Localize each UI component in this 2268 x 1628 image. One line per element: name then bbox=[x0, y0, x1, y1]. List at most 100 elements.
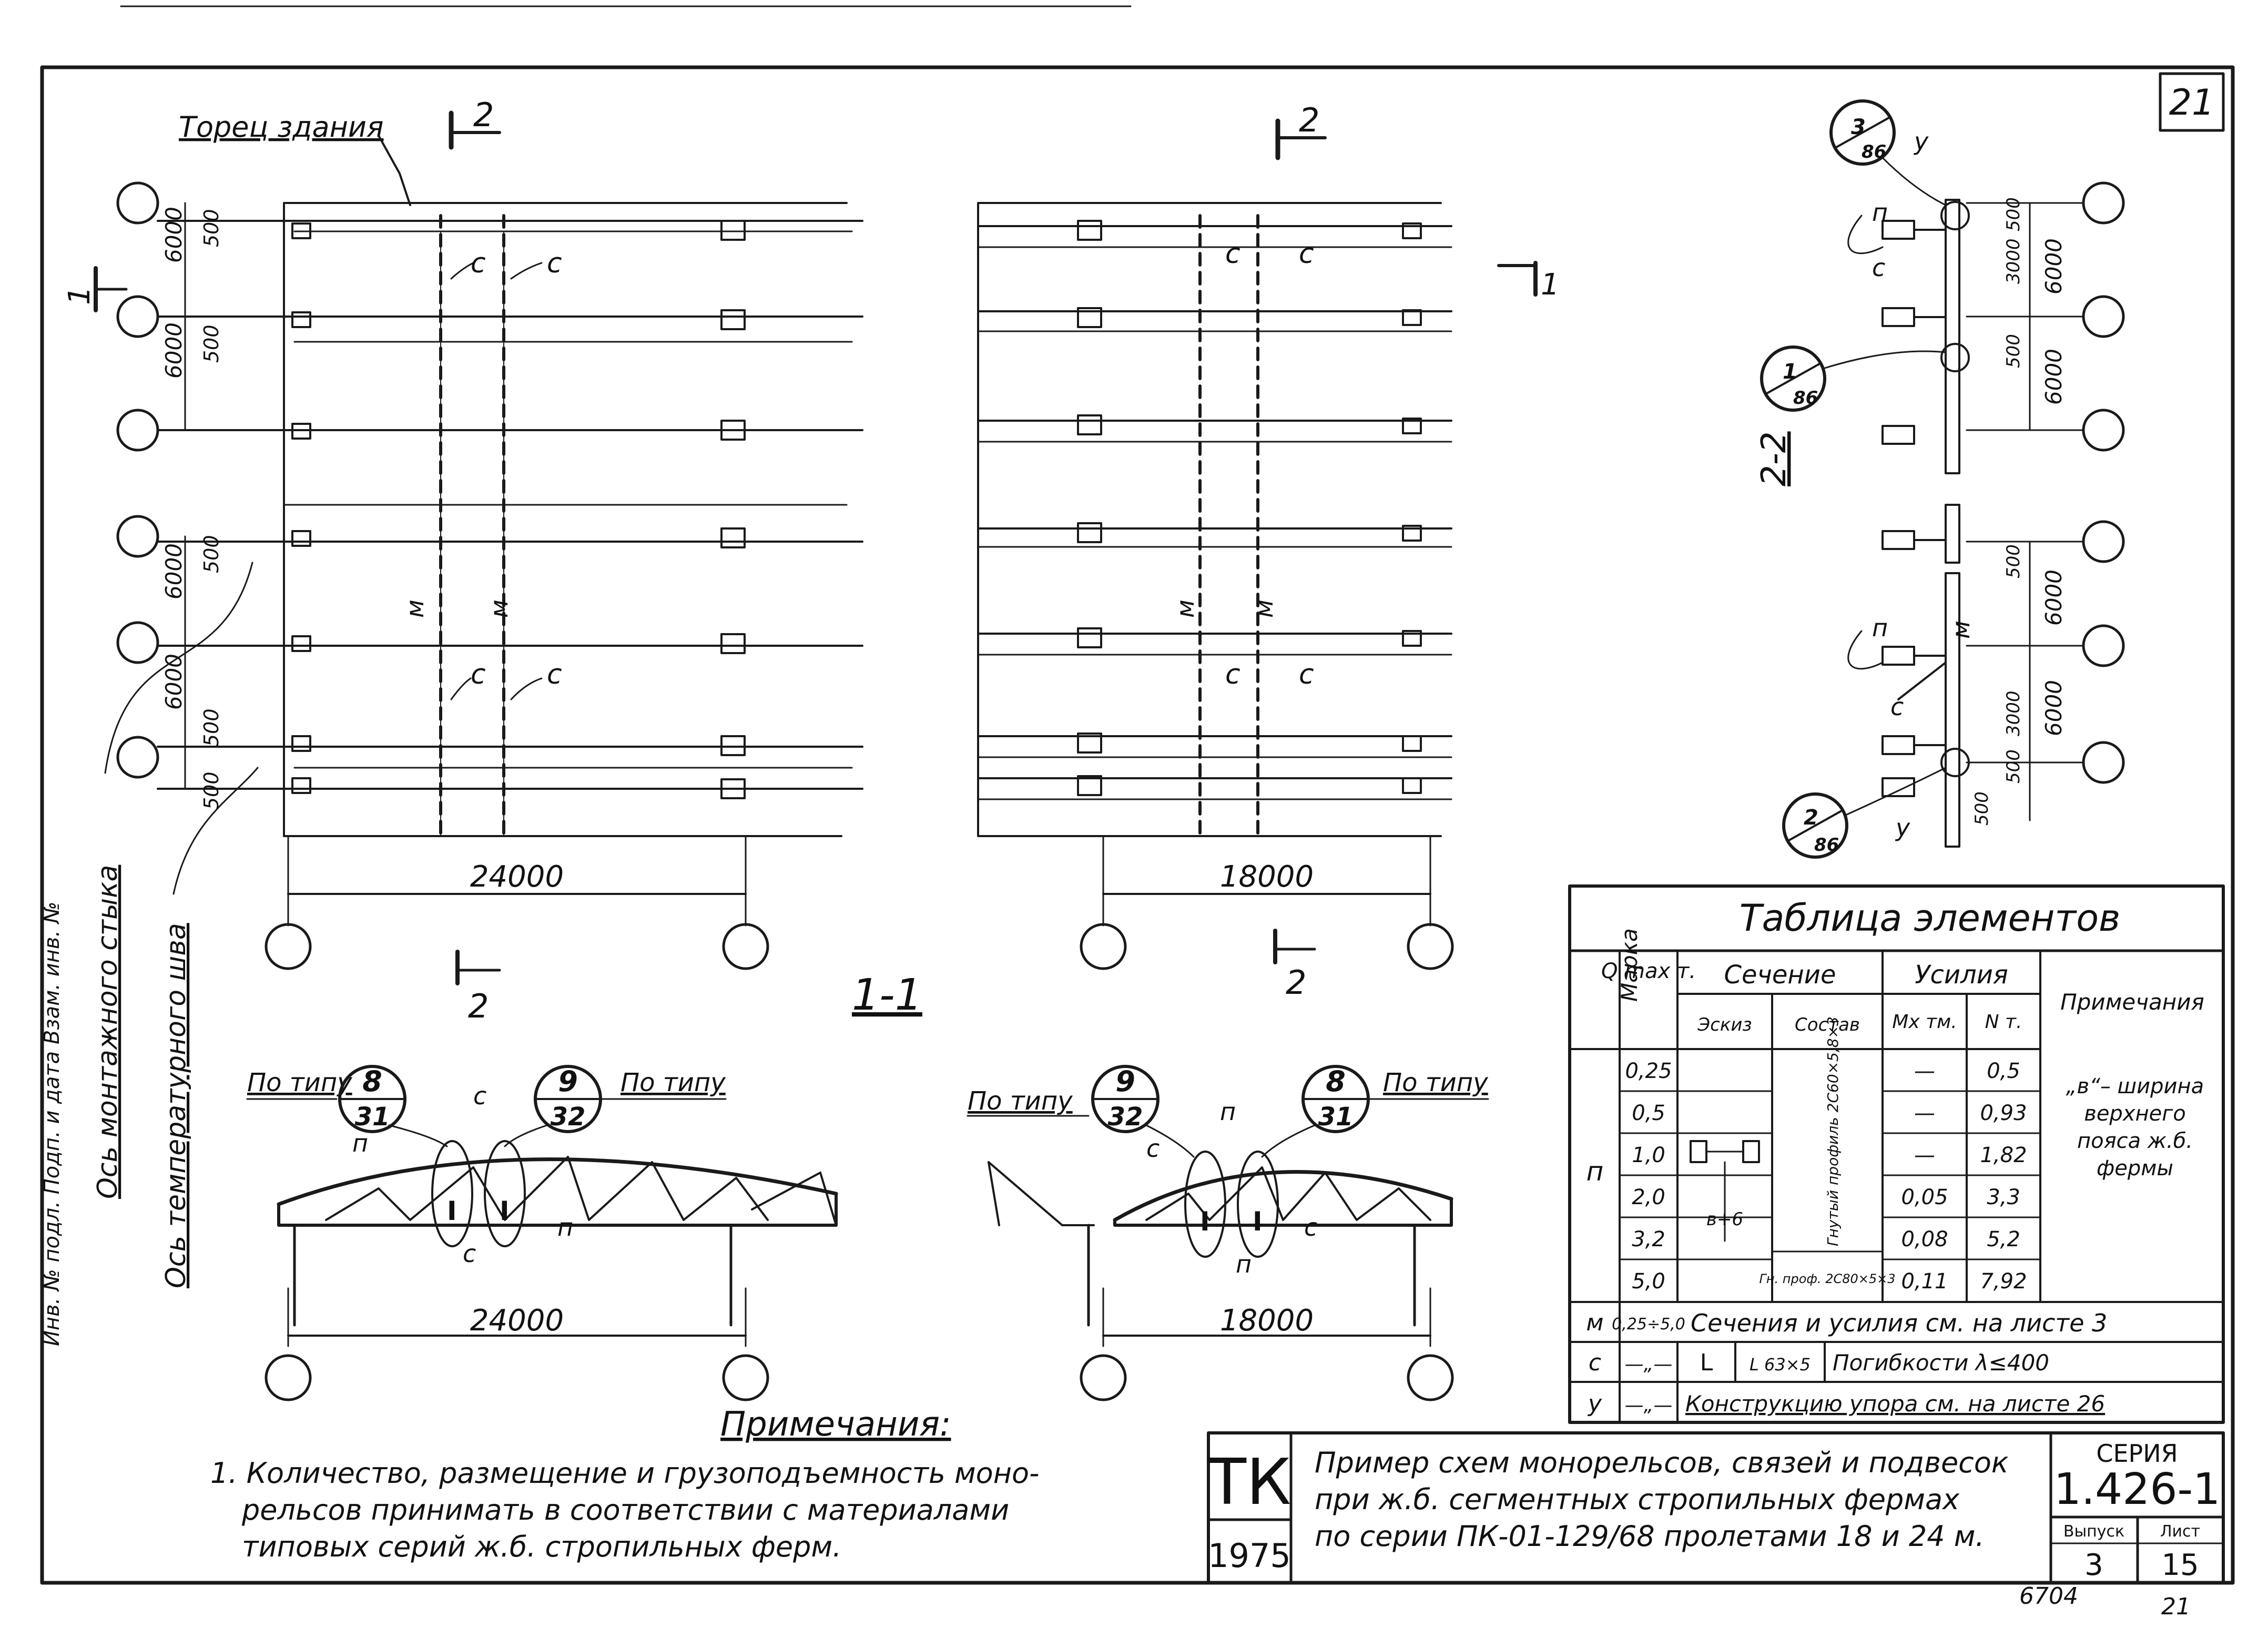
svg-text:м: м bbox=[401, 599, 429, 618]
bubbles-left-section: По типу 8 31 9 32 По типу с п п с bbox=[246, 1065, 727, 1268]
svg-text:1: 1 bbox=[63, 286, 97, 305]
inventory-number: 6704 bbox=[2019, 1583, 2078, 1610]
svg-text:0,25: 0,25 bbox=[1625, 1059, 1672, 1083]
th-sketch: Эскиз bbox=[1697, 1014, 1752, 1035]
vypusk-number: 3 bbox=[2084, 1548, 2103, 1582]
p-sketch: в+6 bbox=[1690, 1140, 1760, 1242]
span-18000: 18000 bbox=[1220, 860, 1314, 894]
support-brackets-left bbox=[291, 220, 746, 799]
svg-text:п: п bbox=[1872, 614, 1888, 642]
svg-text:5,0: 5,0 bbox=[1632, 1269, 1665, 1294]
cut-mark-1-left: 1 bbox=[63, 266, 128, 312]
svg-text:м: м bbox=[1947, 620, 1975, 639]
svg-text:I: I bbox=[1200, 1206, 1210, 1237]
svg-text:86: 86 bbox=[1814, 835, 1839, 856]
svg-text:6000: 6000 bbox=[2041, 569, 2067, 626]
svg-text:м: м bbox=[1250, 599, 1278, 618]
svg-text:в+6: в+6 bbox=[1706, 1209, 1743, 1230]
svg-text:м: м bbox=[485, 599, 513, 618]
svg-text:Сечения и усилия см. на листе: Сечения и усилия см. на листе 3 bbox=[1691, 1309, 2107, 1337]
svg-text:L: L bbox=[1700, 1349, 1713, 1376]
support-brackets-right bbox=[1077, 220, 1422, 796]
svg-text:с: с bbox=[1299, 238, 1314, 270]
svg-text:500: 500 bbox=[200, 535, 223, 573]
column-axes-left bbox=[116, 181, 769, 970]
svg-text:5,2: 5,2 bbox=[1987, 1227, 2020, 1251]
svg-text:—: — bbox=[1914, 1143, 1935, 1167]
series-number: 1.426-1 bbox=[2054, 1464, 2221, 1514]
svg-text:—„—: —„— bbox=[1625, 1354, 1673, 1375]
svg-text:2,0: 2,0 bbox=[1632, 1185, 1665, 1209]
svg-text:п: п bbox=[1220, 1097, 1236, 1126]
svg-text:м: м bbox=[1171, 599, 1199, 618]
marks-22: п с у п с у м bbox=[1847, 127, 1975, 842]
svg-text:п: п bbox=[352, 1129, 368, 1157]
table-row: 0,5 — 0,93 bbox=[1632, 1101, 2027, 1125]
section22-title: 2-2 bbox=[1755, 431, 1794, 486]
table-row-c: с —„— L L 63×5 Погибкости λ≤400 bbox=[1589, 1349, 2049, 1376]
svg-text:6000: 6000 bbox=[161, 207, 187, 263]
svg-text:I: I bbox=[1253, 1206, 1263, 1237]
cut-mark-2-bottom-left: 2 bbox=[455, 950, 501, 1025]
svg-text:24000: 24000 bbox=[470, 1304, 564, 1338]
list-label: Лист bbox=[2160, 1522, 2200, 1541]
table-row: 5,0 0,11 7,92 bbox=[1632, 1269, 2027, 1294]
cut-mark-1-right: 1 bbox=[1497, 261, 1560, 302]
truss-24m: I I 24000 bbox=[265, 1140, 838, 1401]
svg-text:31: 31 bbox=[355, 1102, 390, 1132]
page-number: 21 bbox=[2169, 82, 2215, 124]
svg-text:1: 1 bbox=[1541, 268, 1560, 302]
sheet-frame bbox=[40, 65, 2235, 1585]
notes-line-1: 1. Количество, размещение и грузоподъемн… bbox=[210, 1457, 1040, 1490]
svg-text:6000: 6000 bbox=[161, 322, 187, 379]
svg-text:Конструкцию упора см. на листе: Конструкцию упора см. на листе 26 bbox=[1685, 1391, 2105, 1417]
monorails-left bbox=[439, 214, 505, 838]
plan-24m: Торец здания 2 bbox=[63, 96, 863, 1288]
svg-text:По типу: По типу bbox=[968, 1086, 1073, 1116]
notes-line-3: типовых серий ж.б. стропильных ферм. bbox=[242, 1530, 841, 1563]
cut-mark-2-bottom-right: 2 bbox=[1273, 929, 1316, 1002]
svg-text:п: п bbox=[1872, 198, 1888, 227]
svg-text:Погибкости λ≤400: Погибкости λ≤400 bbox=[1833, 1350, 2049, 1376]
svg-text:1,0: 1,0 bbox=[1632, 1143, 1665, 1167]
svg-text:3,3: 3,3 bbox=[1987, 1185, 2020, 1209]
svg-text:8: 8 bbox=[362, 1065, 382, 1098]
truss-lines-right bbox=[977, 225, 1452, 800]
plan-18m: 2 1 bbox=[977, 101, 1560, 1002]
svg-text:с: с bbox=[547, 248, 562, 279]
svg-text:1,82: 1,82 bbox=[1980, 1143, 2027, 1167]
svg-text:0,5: 0,5 bbox=[1987, 1059, 2020, 1083]
svg-text:2: 2 bbox=[1299, 101, 1319, 139]
notes-block: Примечания: 1. Количество, размещение и … bbox=[210, 1405, 1040, 1563]
bubble-2-86: 2 86 bbox=[1782, 767, 1947, 859]
svg-text:—„—: —„— bbox=[1625, 1395, 1673, 1416]
section11-title: 1-1 bbox=[852, 970, 922, 1020]
svg-text:8: 8 bbox=[1326, 1065, 1346, 1098]
svg-text:3: 3 bbox=[1851, 115, 1866, 139]
axis-mount-label: Ось монтажного стыка bbox=[92, 865, 124, 1199]
svg-text:с: с bbox=[1299, 659, 1314, 690]
svg-text:500: 500 bbox=[200, 771, 223, 810]
side-stamp: Инв. № подл. Подп. и дата Взам. инв. № bbox=[40, 902, 64, 1346]
svg-text:31: 31 bbox=[1318, 1102, 1354, 1132]
leaders-c-left: с с с с м м bbox=[401, 248, 562, 700]
svg-text:500: 500 bbox=[2003, 334, 2024, 368]
p-mark: п bbox=[1586, 1156, 1604, 1187]
svg-text:с: с bbox=[1225, 659, 1240, 690]
svg-text:I: I bbox=[447, 1196, 457, 1226]
svg-text:—: — bbox=[1914, 1101, 1935, 1125]
svg-text:0,05: 0,05 bbox=[1901, 1185, 1948, 1209]
th-section: Сечение bbox=[1724, 960, 1836, 990]
section-2-2: 2-2 500 3000 600 bbox=[1755, 99, 2125, 859]
svg-text:с: с bbox=[547, 659, 562, 690]
svg-text:0,25÷5,0: 0,25÷5,0 bbox=[1612, 1315, 1685, 1334]
svg-text:с: с bbox=[1872, 253, 1885, 282]
svg-text:с: с bbox=[1225, 238, 1240, 270]
svg-text:0,5: 0,5 bbox=[1632, 1101, 1665, 1125]
span-24000: 24000 bbox=[470, 860, 564, 894]
dims-left: 6000 6000 6000 6000 500 500 500 500 500 … bbox=[161, 202, 747, 927]
svg-text:с: с bbox=[1146, 1134, 1160, 1163]
svg-text:с: с bbox=[1304, 1213, 1317, 1242]
